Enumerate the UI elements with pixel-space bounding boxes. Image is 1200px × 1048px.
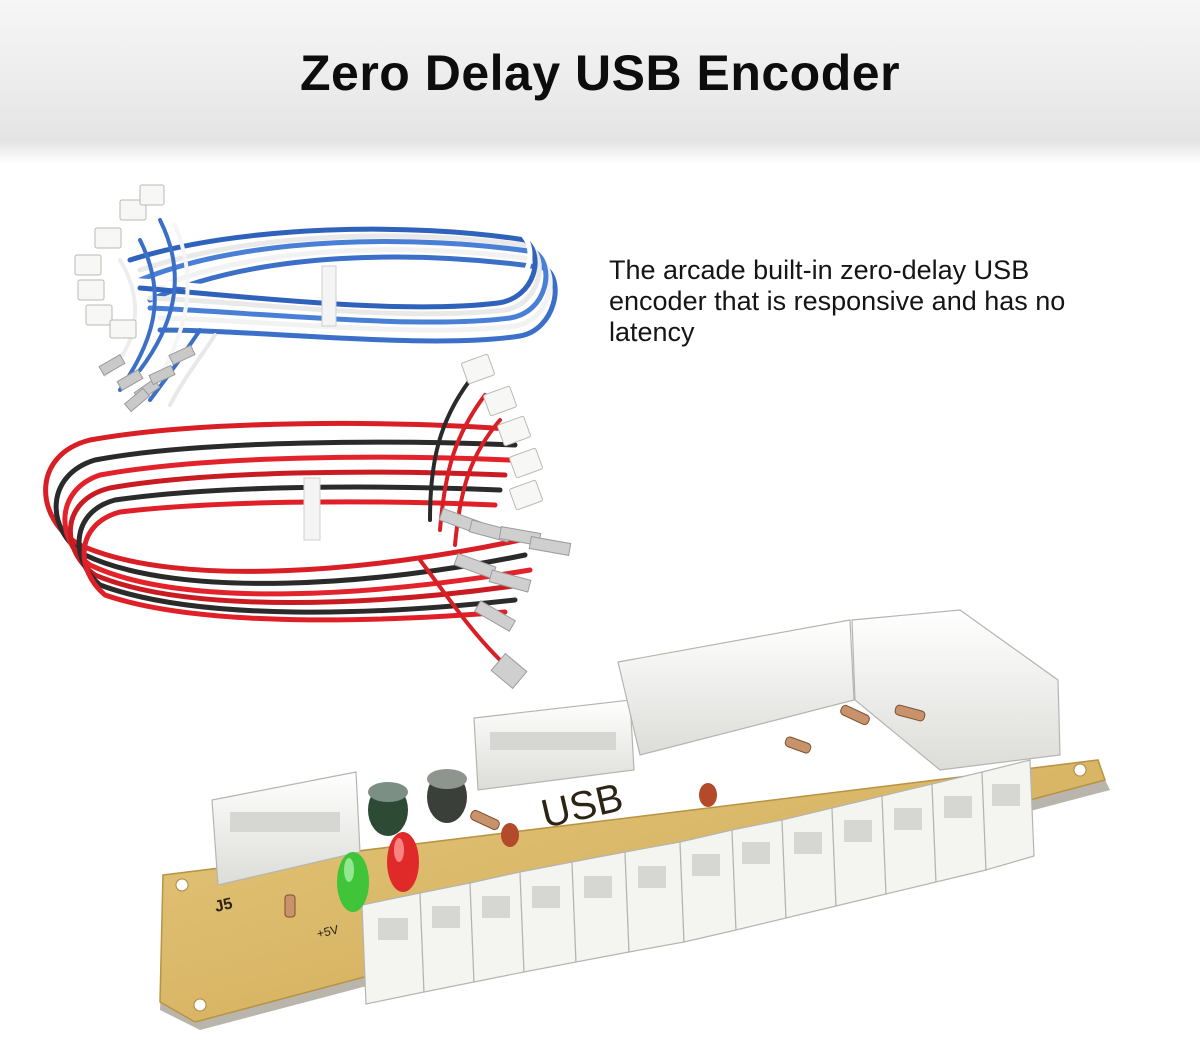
resistors-icon [284, 704, 926, 918]
ceramic-capacitors-icon [501, 783, 717, 847]
banner-shadow [0, 142, 1200, 164]
connector-plugs-icon [461, 353, 543, 511]
connector-plugs-icon [74, 184, 165, 339]
spade-terminals-icon [438, 507, 572, 690]
cable-tie-icon [303, 477, 321, 541]
power-silkscreen-label: +5V [316, 922, 340, 941]
j5-silkscreen-label: J5 [213, 895, 234, 916]
spade-terminals-icon [98, 344, 196, 413]
product-description: The arcade built-in zero-delay USB encod… [609, 255, 1066, 347]
title-banner: Zero Delay USB Encoder [0, 0, 1200, 142]
page-title: Zero Delay USB Encoder [299, 45, 901, 101]
connector-slots-icon [230, 732, 1020, 940]
led-red-icon [387, 832, 419, 892]
capacitors-icon [368, 769, 467, 836]
led-green-icon [337, 852, 369, 912]
cable-harness-red-black-icon [43, 378, 533, 662]
cable-tie-icon [321, 265, 337, 327]
